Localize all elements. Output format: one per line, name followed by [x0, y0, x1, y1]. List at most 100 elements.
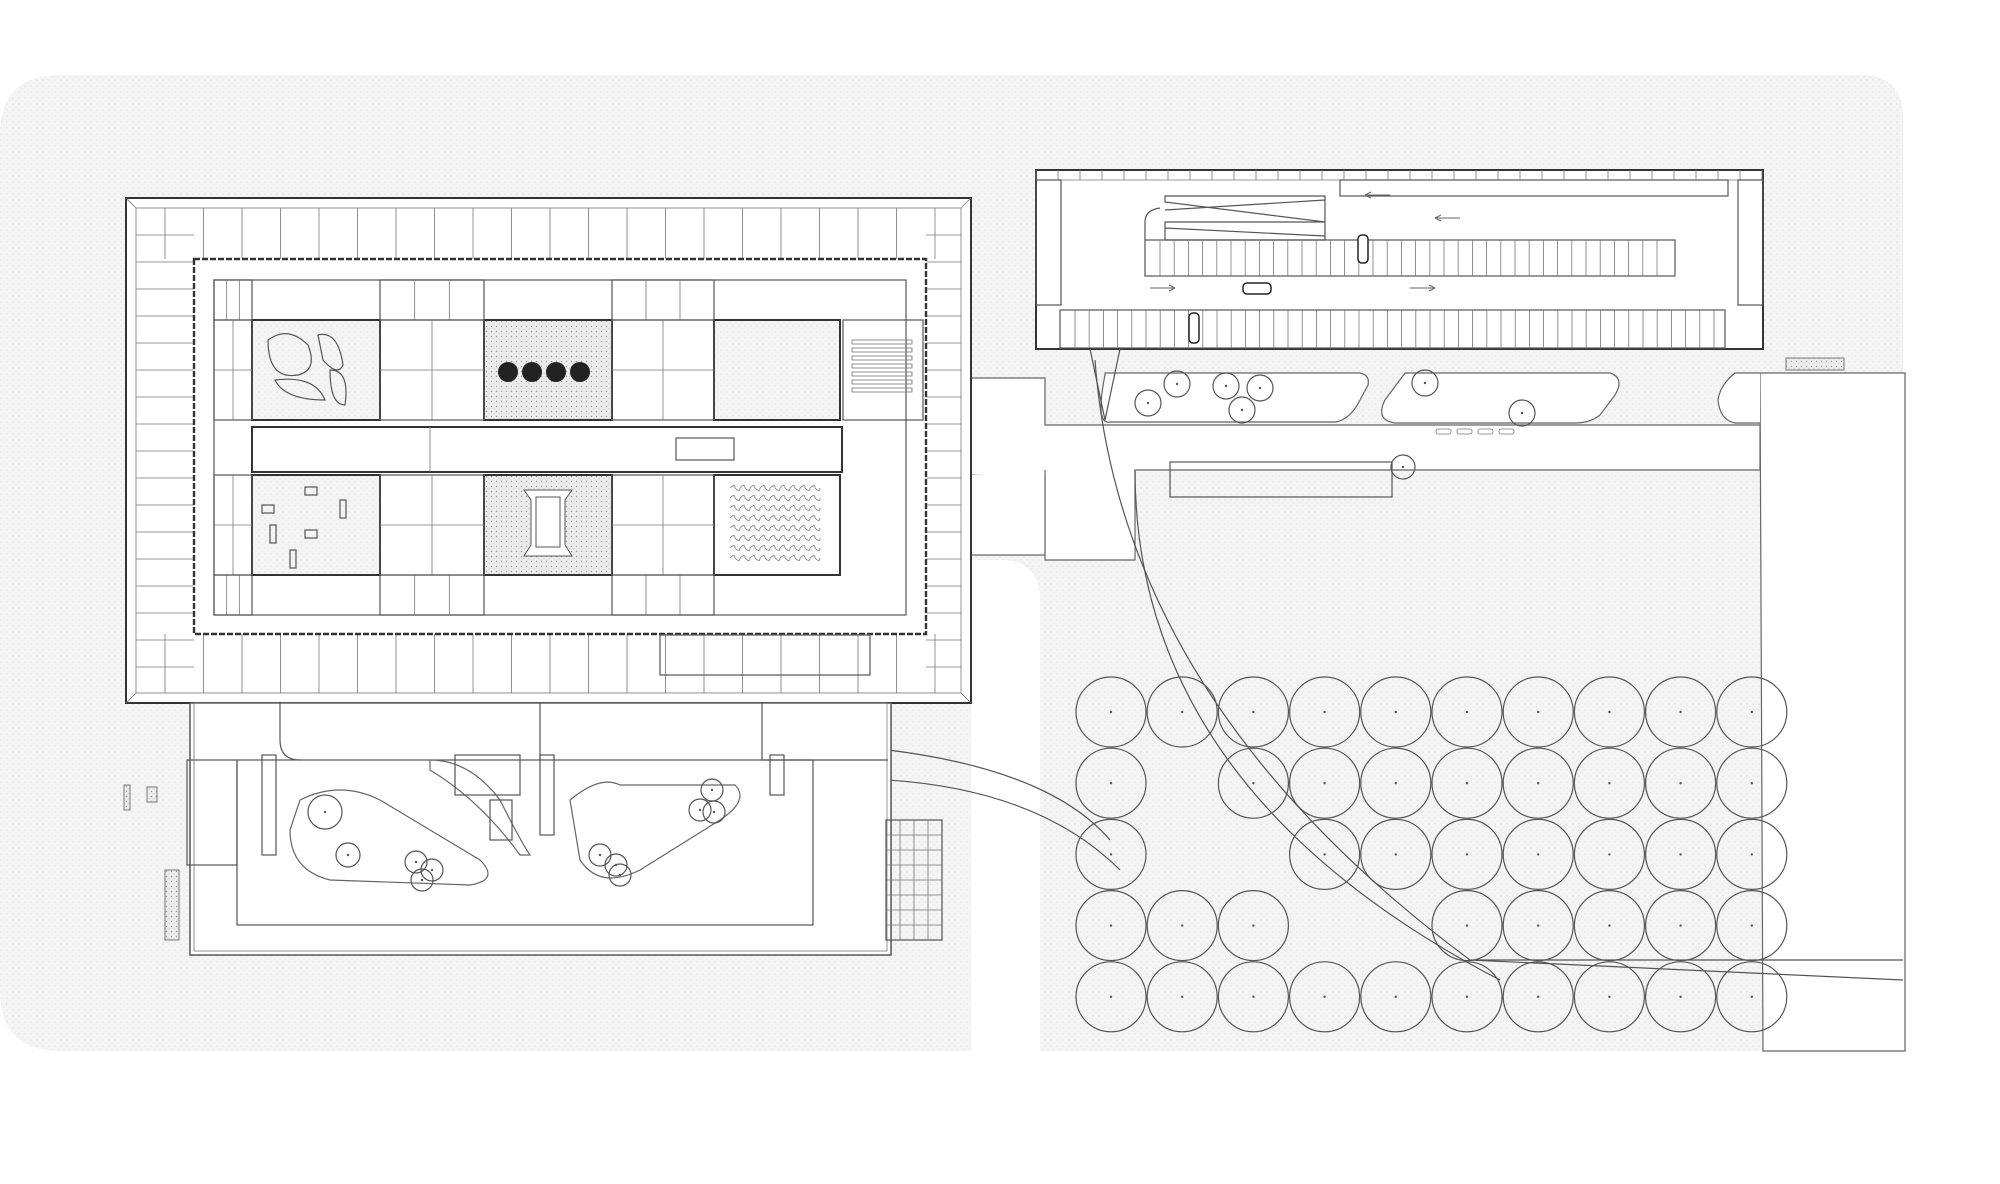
tree-trunk: [1109, 924, 1113, 927]
tree-icon: [1146, 676, 1218, 748]
water-wave: [729, 555, 821, 561]
tree-trunk: [1146, 401, 1150, 405]
parking-garage: [1035, 169, 1845, 498]
tree-trunk: [1394, 995, 1398, 998]
tree-icon: [1644, 747, 1717, 819]
tree-trunk: [618, 873, 622, 877]
tree-icon: [1217, 889, 1290, 962]
tree-trunk: [1750, 710, 1754, 714]
tree-icon: [420, 858, 444, 882]
tree-trunk: [1465, 710, 1469, 714]
central-corridor: [251, 426, 843, 473]
tree-trunk: [1394, 710, 1398, 714]
tree-icon: [1212, 372, 1240, 400]
tree-trunk: [1181, 995, 1184, 998]
water-wave: [729, 525, 821, 531]
seat-row: [851, 371, 913, 377]
tree-icon: [335, 842, 361, 868]
tree-trunk: [1750, 924, 1754, 927]
tree-trunk: [1323, 710, 1326, 714]
tree-icon: [1288, 818, 1361, 891]
auditorium: [842, 319, 924, 421]
tree-icon: [1360, 747, 1432, 819]
tree-trunk: [1679, 995, 1682, 998]
tree-icon: [1431, 889, 1503, 962]
tree-grove: [1075, 676, 1788, 1033]
tree-icon: [1390, 454, 1416, 480]
tree-trunk: [1679, 853, 1682, 856]
tree-trunk: [1109, 782, 1113, 785]
car-icon: [1188, 312, 1200, 344]
tree-trunk: [1252, 995, 1255, 998]
tree-icon: [1411, 369, 1439, 397]
tree-trunk: [1181, 710, 1184, 714]
tree-icon: [1502, 676, 1574, 748]
tree-trunk: [1224, 384, 1228, 388]
tree-trunk: [1679, 782, 1682, 785]
car-icon: [1242, 282, 1272, 295]
tree-trunk: [1537, 924, 1540, 927]
tree-trunk: [1465, 853, 1469, 856]
tree-trunk: [1608, 782, 1611, 785]
tree-icon: [1146, 889, 1218, 962]
seat-row: [851, 387, 913, 393]
tree-trunk: [414, 860, 418, 864]
tree-icon: [702, 800, 726, 824]
tree-trunk: [1109, 710, 1113, 714]
tree-icon: [1716, 747, 1788, 819]
tree-icon: [608, 863, 632, 887]
tree-trunk: [1537, 853, 1540, 856]
tree-trunk: [1109, 853, 1113, 856]
tree-icon: [1228, 396, 1256, 424]
tree-icon: [1644, 961, 1717, 1033]
tree-icon: [1573, 889, 1646, 962]
tree-trunk: [1520, 411, 1524, 415]
tree-icon: [1431, 818, 1503, 891]
entrance-plaza: [123, 702, 943, 956]
tree-trunk: [1465, 924, 1469, 927]
tree-trunk: [1537, 710, 1540, 714]
tree-icon: [604, 853, 628, 877]
tree-trunk: [1323, 853, 1326, 856]
tree-icon: [307, 794, 343, 830]
tree-icon: [1502, 747, 1574, 819]
tree-icon: [1431, 961, 1503, 1033]
tree-trunk: [1537, 782, 1540, 785]
tree-icon: [1288, 747, 1361, 819]
tree-icon: [1217, 747, 1290, 819]
tree-icon: [1075, 676, 1147, 748]
perimeter-rooms: [136, 208, 961, 693]
tree-icon: [1075, 889, 1147, 962]
water-wave: [729, 495, 821, 501]
tree-icon: [404, 850, 428, 874]
tree-icon: [688, 798, 712, 822]
tree-icon: [1075, 747, 1147, 819]
tree-trunk: [1175, 382, 1179, 386]
tree-trunk: [1258, 386, 1262, 390]
tree-trunk: [1252, 924, 1255, 927]
tree-trunk: [1750, 853, 1754, 856]
courtyard-rock-garden: [251, 319, 381, 421]
tree-icon: [1716, 961, 1788, 1033]
tree-trunk: [1608, 853, 1611, 856]
tree-icon: [1288, 961, 1361, 1033]
tree-icon: [1502, 889, 1574, 962]
tree-trunk: [598, 853, 602, 857]
tree-trunk: [420, 878, 424, 882]
tree-icon: [1360, 961, 1432, 1033]
tree-trunk: [346, 853, 350, 857]
tree-icon: [1716, 889, 1788, 962]
tree-trunk: [1423, 381, 1427, 385]
tree-icon: [1288, 676, 1361, 748]
seat-row: [851, 363, 913, 369]
water-wave: [729, 485, 821, 491]
tree-icon: [1573, 818, 1646, 891]
tree-trunk: [698, 808, 702, 812]
tree-trunk: [1181, 924, 1184, 927]
tree-icon: [1146, 961, 1218, 1033]
road-network: [887, 359, 1906, 1052]
tree-trunk: [1679, 924, 1682, 927]
seat-row: [851, 347, 913, 353]
tree-icon: [1716, 676, 1788, 748]
